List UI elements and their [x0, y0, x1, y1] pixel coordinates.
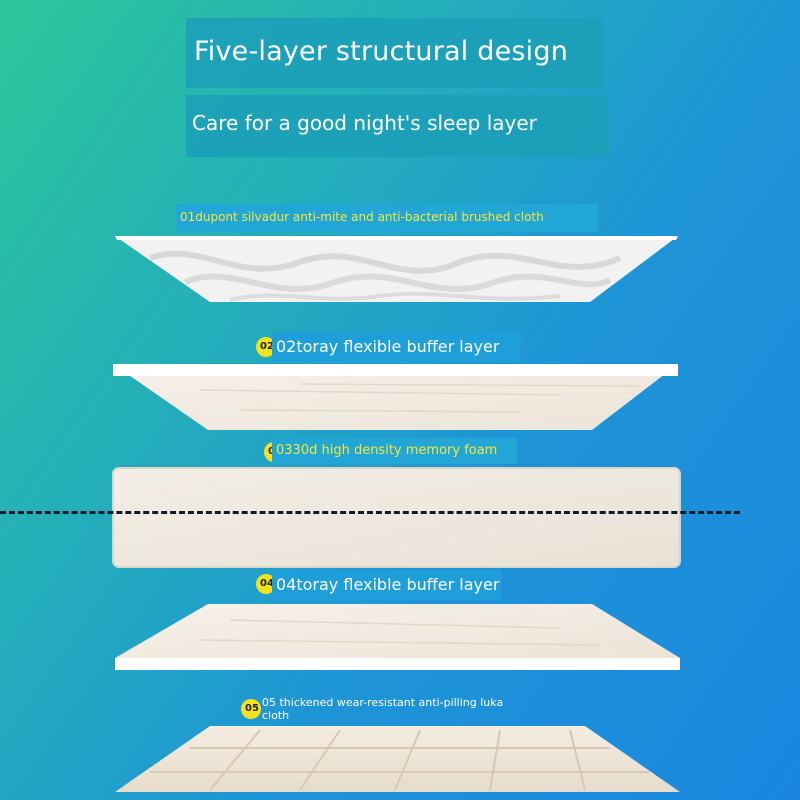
layer-1-label-box: [176, 204, 598, 232]
layer-1-label: 01dupont silvadur anti-mite and anti-bac…: [180, 210, 544, 224]
layer-1-brushed-cloth: [115, 236, 678, 302]
layer-3-memory-foam: [112, 467, 681, 568]
layer-3-label: 0330d high density memory foam: [276, 443, 498, 458]
layer-2-buffer: [113, 364, 678, 430]
page-subtitle: Care for a good night's sleep layer: [192, 111, 537, 135]
layer-3-label-box: [272, 438, 517, 464]
dashed-guide-line: [0, 511, 740, 514]
layer-5-badge: 05: [241, 699, 261, 719]
layer-4-label-box: [272, 570, 501, 600]
page-title: Five-layer structural design: [194, 36, 569, 67]
layer-5-label: 05 thickened wear-resistant anti-pilling…: [262, 696, 504, 722]
layer-2-label-box: [272, 332, 521, 362]
layer-2-label: 02toray flexible buffer layer: [276, 337, 500, 356]
subtitle-banner: [186, 95, 609, 157]
layer-4-buffer: [115, 604, 680, 670]
layer-4-badge: 04: [256, 574, 276, 594]
layer-4-label: 04toray flexible buffer layer: [276, 575, 500, 594]
layer-5-luka-cloth: [115, 726, 680, 792]
layer-2-badge: 02: [256, 337, 276, 357]
title-banner: [186, 18, 603, 88]
